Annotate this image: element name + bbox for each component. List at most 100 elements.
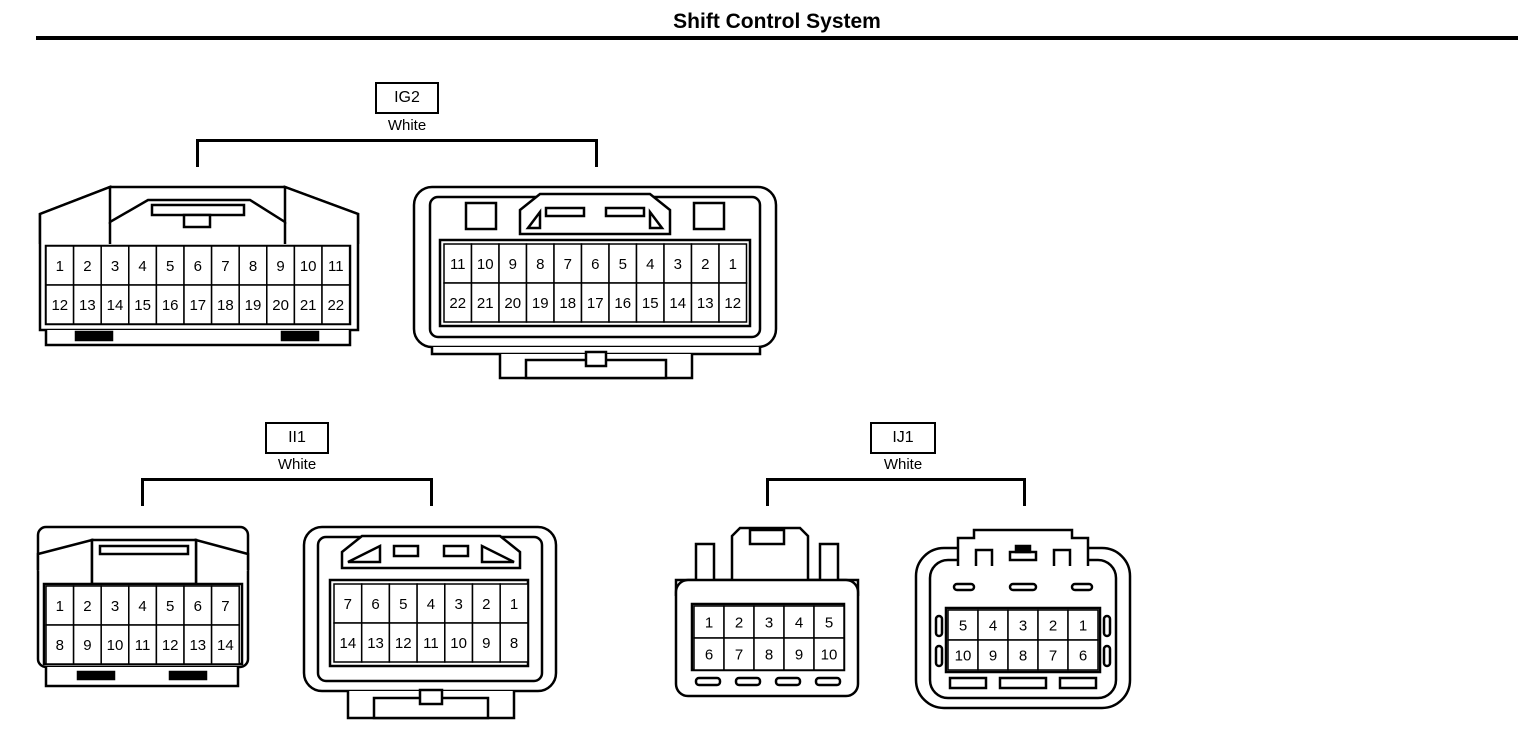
ig2-a-pin-number: 10 (300, 258, 317, 275)
ii1-b-pin-number: 1 (510, 596, 518, 613)
diagram-title: Shift Control System (673, 10, 881, 33)
ij1-a-pin-number: 5 (825, 615, 833, 632)
ij1-b-pin-number: 4 (989, 618, 997, 635)
ig2-a-pin-cell (321, 245, 351, 286)
ii1-b-pin-cell (333, 583, 363, 624)
ij1-b-pin-number: 5 (959, 618, 967, 635)
ig2-b-pin-cell (443, 282, 473, 323)
ig2-b-pin-cell (443, 243, 473, 284)
ii1-b-pin-cell (416, 583, 446, 624)
ig2-b-pin-cell (608, 282, 638, 323)
ig2-a-pin-number: 13 (79, 297, 96, 314)
ii1-a-pin-cell (72, 585, 102, 626)
ig2-a-pin-number: 18 (217, 297, 234, 314)
ig2-b-latch-ramps (525, 208, 665, 230)
ij1-a-pin-cell (783, 637, 815, 671)
connector-label-ij1: IJ1 (870, 422, 936, 454)
ii1-b-pin-number: 6 (371, 596, 379, 613)
ij1-a-pin-cell (813, 605, 845, 639)
ig2-a-pin-cell (210, 284, 240, 325)
ii1-a-latch (98, 544, 190, 556)
bracket-ii1 (141, 478, 433, 506)
ii1-b-pin-number: 5 (399, 596, 407, 613)
ij1-a-pin-number: 8 (765, 647, 773, 664)
ii1-b-pin-cell (444, 622, 474, 663)
ig2-b-guide-right (692, 201, 726, 231)
ig2-a-pin-number: 8 (249, 258, 257, 275)
ij1-b-pin-cell (977, 639, 1009, 671)
ig2-a-pin-cell (155, 284, 185, 325)
ig2-a-pin-cell (266, 284, 296, 325)
ig2-b-pin-cell (690, 282, 720, 323)
ij1-a-lock-slot (774, 676, 802, 687)
ii1-b-latch (340, 534, 522, 570)
ig2-b-pin-number: 4 (646, 256, 654, 273)
ig2-a-pin-number: 21 (300, 297, 317, 314)
ij1-b-latch-tab (1014, 544, 1032, 554)
ig2-b-pin-cell (690, 243, 720, 284)
ig2-b-pin-cell (470, 243, 500, 284)
ig2-b-pin-number: 21 (477, 295, 494, 312)
ij1-b-pin-number: 6 (1079, 648, 1087, 665)
ig2-b-pin-number: 19 (532, 295, 549, 312)
ig2-b-pin-number: 17 (587, 295, 604, 312)
ii1-a-pin-number: 10 (107, 637, 124, 654)
ij1-b-pin-number: 1 (1079, 618, 1087, 635)
ij1-b-key-left (952, 582, 976, 592)
ii1-b-pin-cell (499, 583, 529, 624)
ij1-a-pin-cell (753, 637, 785, 671)
ig2-a-foot-left (74, 330, 114, 342)
ij1-a-pin-number: 10 (821, 647, 838, 664)
ig2-a-pin-number: 15 (134, 297, 151, 314)
ii1-a-pin-number: 5 (166, 598, 174, 615)
ij1-a-pin-number: 7 (735, 647, 743, 664)
bracket-ig2 (196, 139, 598, 167)
ii1-b-slot-a (392, 544, 420, 558)
ig2-a-pin-number: 20 (272, 297, 289, 314)
ig2-b-pin-cell (498, 282, 528, 323)
ij1-b-pin-number: 2 (1049, 618, 1057, 635)
ig2-a-latch-sides (108, 222, 287, 244)
ij1-a-pin-number: 1 (705, 615, 713, 632)
ii1-a-pin-number: 1 (56, 598, 64, 615)
ii1-a-pin-number: 11 (135, 637, 151, 654)
ij1-b-side-right-b (1102, 644, 1112, 668)
ii1-a-pin-cell (210, 624, 240, 665)
ig2-b-pin-number: 22 (449, 295, 466, 312)
ij1-a-pin-number: 6 (705, 647, 713, 664)
ig2-a-pin-cell (45, 284, 75, 325)
ig2-a-pin-cell (183, 284, 213, 325)
ig2-b-pin-number: 16 (614, 295, 631, 312)
ij1-b-pin-number: 3 (1019, 618, 1027, 635)
ig2-a-pin-number: 16 (162, 297, 179, 314)
ij1-a-lock-slot (734, 676, 762, 687)
ig2-b-lock-tab (584, 350, 608, 368)
ii1-b-pin-number: 9 (482, 635, 490, 652)
ig2-a-pin-number: 3 (111, 258, 119, 275)
ig2-a-pin-cell (100, 284, 130, 325)
ii1-b-lock-tab (418, 688, 444, 706)
ig2-a-latch-tab (182, 213, 212, 229)
ig2-a-pin-number: 6 (194, 258, 202, 275)
ig2-a-pin-number: 7 (221, 258, 229, 275)
ig2-a-latch (150, 203, 246, 217)
ig2-a-pin-cell (293, 284, 323, 325)
ij1-b-pin-number: 8 (1019, 648, 1027, 665)
ii1-a-pin-number: 7 (221, 598, 229, 615)
ig2-b-pin-number: 6 (591, 256, 599, 273)
ig2-b-pin-number: 13 (697, 295, 714, 312)
ig2-b-pin-number: 2 (701, 256, 709, 273)
ig2-b-pin-number: 9 (509, 256, 517, 273)
ig2-b-latch-slot-a (544, 206, 586, 218)
ii1-a-pin-number: 9 (83, 637, 91, 654)
ig2-b-pin-number: 20 (504, 295, 521, 312)
ij1-b-pin-cell (1037, 639, 1069, 671)
connector-label-ii1: II1 (265, 422, 329, 454)
ig2-b-pin-number: 15 (642, 295, 659, 312)
ii1-b-slot-b (442, 544, 470, 558)
ii1-b-pin-cell (388, 583, 418, 624)
ii1-b-pin-cell (499, 622, 529, 663)
ig2-b-pin-number: 14 (669, 295, 686, 312)
ig2-b-latch-slot-b (604, 206, 646, 218)
ig2-b-pin-number: 18 (559, 295, 576, 312)
